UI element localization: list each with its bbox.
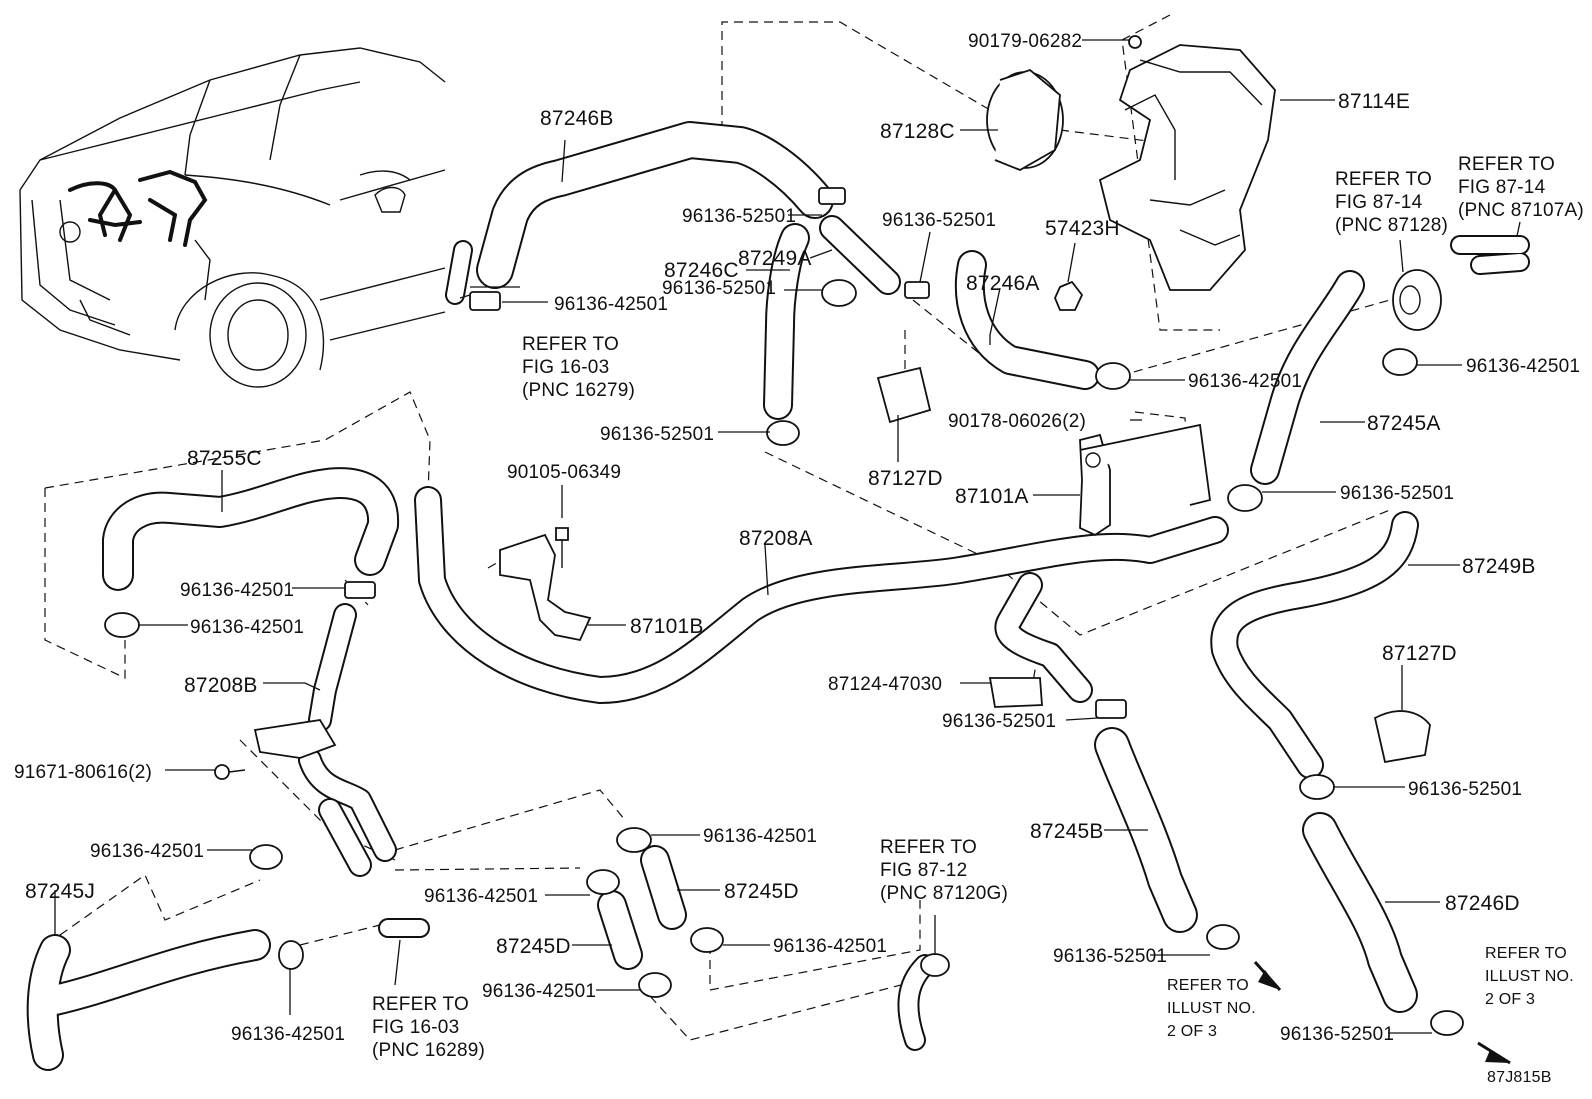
svg-text:(PNC 16279): (PNC 16279) [522, 380, 635, 401]
svg-text:REFER TO: REFER TO [1335, 169, 1432, 190]
refer-fig-16-03-pnc-16279: REFER TO FIG 16-03 (PNC 16279) [470, 286, 635, 401]
label-96136-52501-g: 96136-52501 [1408, 779, 1522, 800]
label-90179-06282: 90179-06282 [968, 31, 1082, 52]
label-96136-42501-i: 96136-42501 [773, 936, 887, 957]
svg-text:FIG 87-14: FIG 87-14 [1458, 177, 1546, 198]
label-96136-42501-b: 96136-42501 [1188, 371, 1302, 392]
label-87255C: 87255C [187, 447, 262, 470]
label-96136-42501-c: 96136-42501 [1466, 356, 1580, 377]
svg-text:REFER TO: REFER TO [1167, 977, 1249, 994]
svg-text:REFER TO: REFER TO [372, 994, 469, 1015]
label-57423H: 57423H [1045, 217, 1120, 240]
svg-text:ILLUST NO.: ILLUST NO. [1167, 1000, 1256, 1017]
label-96136-52501-f: 96136-52501 [942, 711, 1056, 732]
label-87245J: 87245J [25, 880, 95, 903]
reference-notes: REFER TO FIG 16-03 (PNC 16279) REFER TO … [372, 154, 1584, 1061]
label-87128C: 87128C [880, 120, 955, 143]
svg-text:ILLUST NO.: ILLUST NO. [1485, 968, 1574, 985]
svg-text:2 OF 3: 2 OF 3 [1485, 991, 1535, 1008]
label-96136-42501-g: 96136-42501 [703, 826, 817, 847]
svg-text:(PNC 87120G): (PNC 87120G) [880, 883, 1008, 904]
label-87249B: 87249B [1462, 555, 1536, 578]
label-90178-06026: 90178-06026(2) [948, 411, 1086, 432]
svg-text:REFER TO: REFER TO [1458, 154, 1555, 175]
label-91671-80616: 91671-80616(2) [14, 762, 152, 783]
label-87208B: 87208B [184, 674, 258, 697]
svg-text:FIG 16-03: FIG 16-03 [372, 1017, 459, 1038]
svg-text:REFER TO: REFER TO [1485, 945, 1567, 962]
label-96136-52501-b: 96136-52501 [882, 210, 996, 231]
refer-fig-16-03-pnc-16289: REFER TO FIG 16-03 (PNC 16289) [372, 939, 485, 1061]
label-96136-42501-d: 96136-42501 [180, 580, 294, 601]
svg-text:2 OF 3: 2 OF 3 [1167, 1023, 1217, 1040]
diagram-code: 87J815B [1487, 1069, 1552, 1086]
refer-fig-87-12-pnc-87120g: REFER TO FIG 87-12 (PNC 87120G) [880, 837, 1008, 904]
vehicle-illustration [19, 47, 446, 388]
label-87246B: 87246B [540, 107, 614, 130]
label-96136-42501-e: 96136-42501 [190, 617, 304, 638]
label-87208A: 87208A [739, 527, 813, 550]
svg-text:REFER TO: REFER TO [880, 837, 977, 858]
refer-illust-2-of-3-b: REFER TO ILLUST NO. 2 OF 3 [1485, 945, 1574, 1008]
label-87245D-b: 87245D [496, 935, 571, 958]
label-87245D-a: 87245D [724, 880, 799, 903]
label-87246D: 87246D [1445, 892, 1520, 915]
label-87245B: 87245B [1030, 820, 1104, 843]
label-96136-42501-a: 96136-42501 [554, 294, 668, 315]
label-87246A: 87246A [966, 272, 1040, 295]
leader-lines [54, 39, 1462, 1034]
label-96136-52501-d: 96136-52501 [600, 424, 714, 445]
label-90105-06349: 90105-06349 [507, 462, 621, 483]
svg-text:(PNC 87107A): (PNC 87107A) [1458, 200, 1584, 221]
refer-illust-2-of-3-a: REFER TO ILLUST NO. 2 OF 3 [1167, 977, 1256, 1040]
label-87249A: 87249A [738, 247, 812, 270]
label-87114E: 87114E [1338, 90, 1410, 113]
label-96136-52501-e: 96136-52501 [1340, 483, 1454, 504]
label-96136-52501-h: 96136-52501 [1053, 946, 1167, 967]
label-87245A: 87245A [1367, 412, 1441, 435]
components [104, 35, 1511, 1065]
refer-fig-87-14-pnc-87128: REFER TO FIG 87-14 (PNC 87128) [1335, 169, 1448, 273]
label-96136-52501-a: 96136-52501 [682, 206, 796, 227]
label-87101A: 87101A [955, 485, 1029, 508]
label-96136-52501-i: 96136-52501 [1280, 1024, 1394, 1045]
svg-text:FIG 87-14: FIG 87-14 [1335, 192, 1423, 213]
label-87127D-b: 87127D [1382, 642, 1457, 665]
label-96136-42501-k: 96136-42501 [231, 1024, 345, 1045]
svg-text:(PNC 16289): (PNC 16289) [372, 1040, 485, 1061]
svg-text:(PNC 87128): (PNC 87128) [1335, 215, 1448, 236]
label-96136-42501-h: 96136-42501 [424, 886, 538, 907]
svg-text:FIG 16-03: FIG 16-03 [522, 357, 609, 378]
label-87127D-a: 87127D [868, 467, 943, 490]
label-96136-42501-j: 96136-42501 [482, 981, 596, 1002]
part-labels: 90179-06282 87114E 87246B 87128C 96136-5… [14, 31, 1580, 1045]
svg-text:FIG 87-12: FIG 87-12 [880, 860, 967, 881]
label-96136-52501-c: 96136-52501 [662, 278, 776, 299]
label-87101B: 87101B [630, 615, 704, 638]
label-96136-42501-f: 96136-42501 [90, 841, 204, 862]
label-87246C: 87246C [664, 259, 739, 282]
svg-text:REFER TO: REFER TO [522, 334, 619, 355]
label-87124-47030: 87124-47030 [828, 674, 942, 695]
hoses [26, 121, 1530, 1071]
refer-fig-87-14-pnc-87107a: REFER TO FIG 87-14 (PNC 87107A) [1458, 154, 1584, 237]
